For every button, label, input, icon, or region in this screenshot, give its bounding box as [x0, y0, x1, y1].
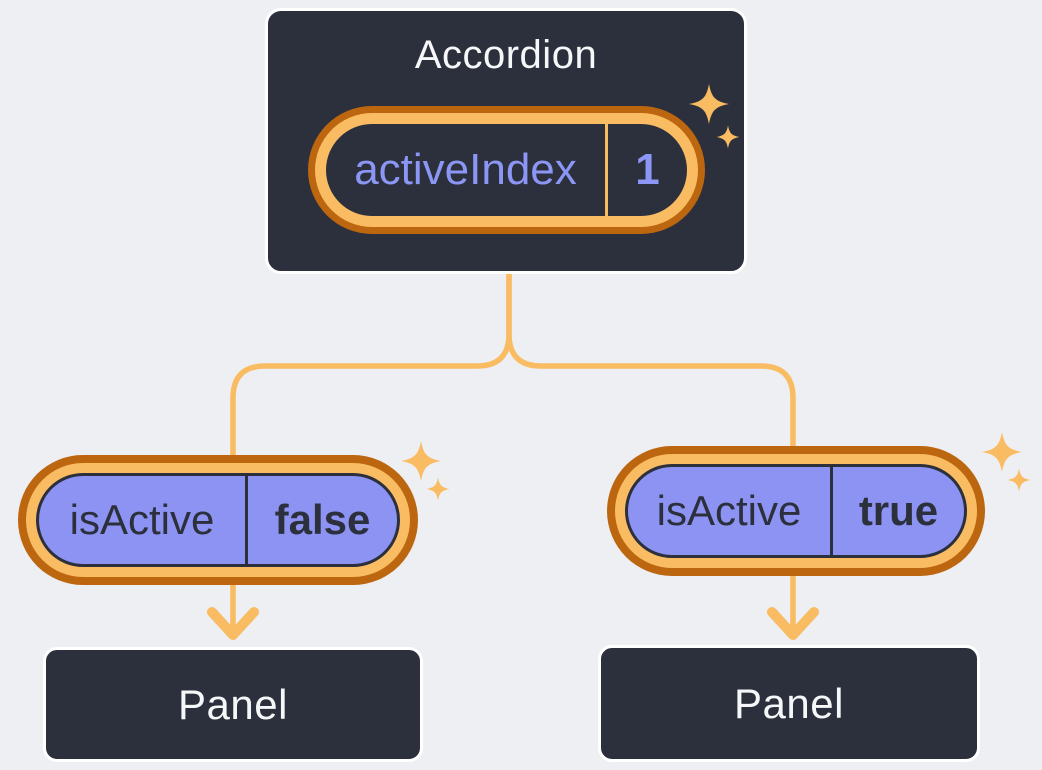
accordion-node: Accordion activeIndex 1 [265, 8, 747, 274]
pill-divider [830, 467, 833, 555]
state-pill-ring: activeIndex 1 [315, 113, 698, 227]
state-name: isActive [69, 496, 215, 543]
accordion-node-title: Accordion [414, 33, 598, 77]
state-value: false [274, 496, 371, 543]
state-pill-isactive-true: isActive true [607, 446, 985, 576]
state-pill-ring: isActive false [26, 463, 410, 577]
state-pill-body: isActive true [625, 464, 967, 558]
state-pill-isactive-false: isActive false [18, 455, 418, 585]
panel-label: Panel [734, 679, 844, 727]
panel-node-left: Panel [43, 647, 423, 762]
state-value: true [858, 487, 939, 534]
state-name: isActive [656, 487, 802, 534]
arrowhead-right-icon [767, 607, 819, 640]
panel-label: Panel [178, 680, 288, 728]
state-pill-activeindex: activeIndex 1 [308, 106, 705, 234]
state-pill-body: isActive false [36, 473, 400, 567]
pill-divider [605, 124, 608, 216]
state-pill-ring: isActive true [615, 454, 977, 568]
arrowhead-left-icon [207, 607, 259, 640]
pill-divider [245, 476, 248, 564]
state-value: 1 [635, 145, 660, 194]
state-pill-body: activeIndex 1 [326, 124, 687, 216]
panel-node-right: Panel [598, 645, 980, 762]
sparkle-icon [982, 432, 1031, 492]
state-name: activeIndex [354, 145, 577, 194]
